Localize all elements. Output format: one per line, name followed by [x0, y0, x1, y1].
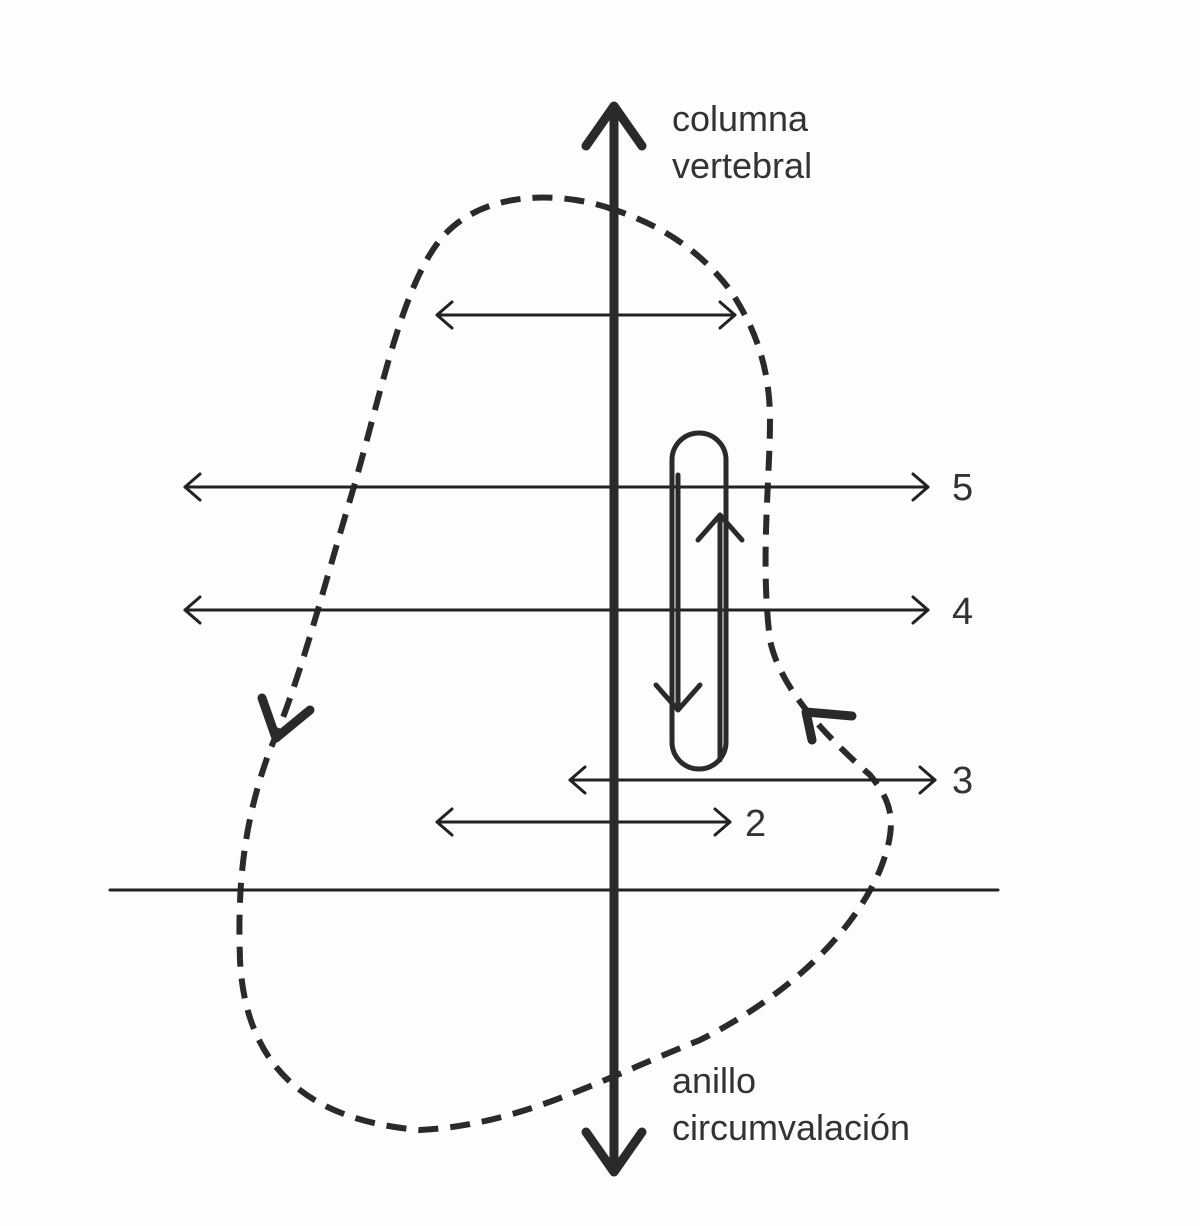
label-anillo: anillo — [672, 1060, 756, 1101]
axis-number-3: 3 — [952, 760, 973, 802]
label-circumvalacion: circumvalación — [672, 1107, 910, 1148]
ring-road-dashed-loop — [236, 194, 894, 1134]
axis-number-2: 2 — [745, 803, 766, 845]
axis-number-4: 4 — [952, 591, 973, 633]
ring-arrowhead-left — [257, 693, 315, 743]
ring-arrowhead-right — [801, 707, 857, 745]
axis-arrow-4 — [183, 595, 930, 625]
axis-arrow-top — [435, 300, 737, 330]
spine-double-arrow — [581, 101, 647, 1177]
shuttle-loop — [653, 430, 745, 772]
axis-number-5: 5 — [952, 467, 973, 509]
axis-arrow-3 — [568, 765, 937, 795]
label-vertebral: vertebral — [672, 145, 812, 186]
axis-arrow-2 — [435, 807, 732, 837]
label-columna: columna — [672, 98, 809, 139]
axis-arrow-5 — [183, 472, 930, 502]
